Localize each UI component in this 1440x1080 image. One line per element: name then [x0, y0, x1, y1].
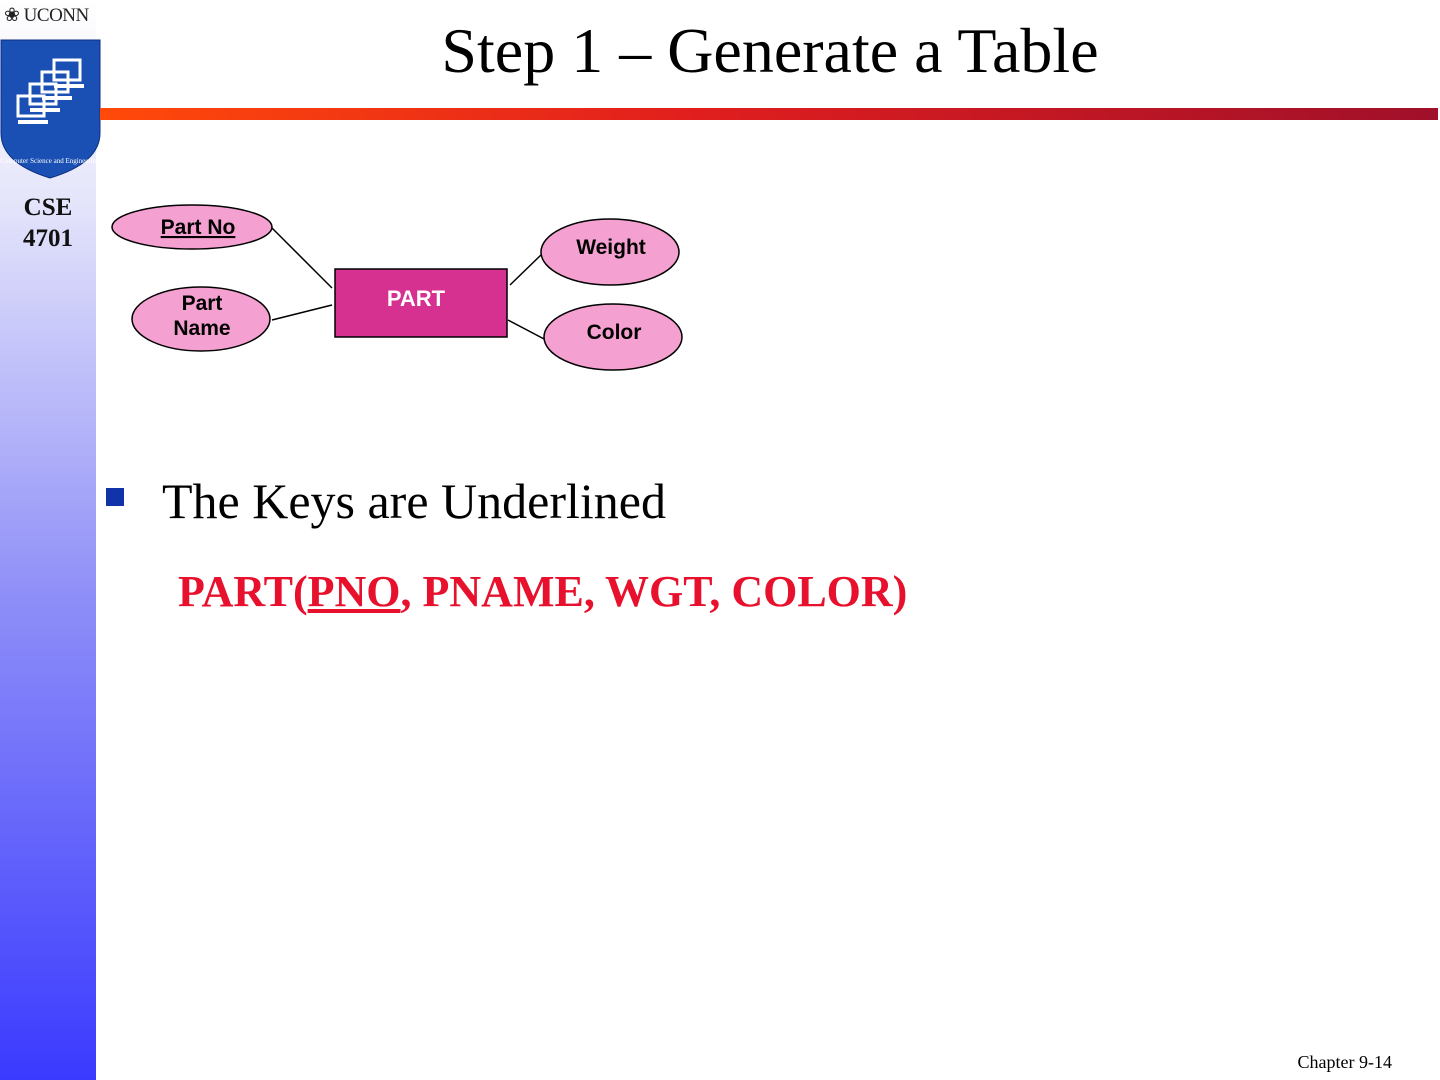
oak-leaf-icon: ❀: [4, 5, 20, 26]
uconn-wordmark: ❀ UCONN: [4, 4, 89, 27]
relation-key: PNO: [307, 567, 401, 616]
attribute-weight: Weight: [540, 218, 680, 286]
relation-attributes: , PNAME, WGT, COLOR): [400, 567, 908, 616]
connector-part-name: [271, 304, 333, 321]
attribute-part-name: Part Name: [131, 286, 271, 352]
attribute-part-name-line1: Part: [182, 292, 223, 315]
connector-part-no: [271, 227, 333, 289]
cse-logo: Computer Science and Engineering: [0, 39, 101, 179]
bullet-square-icon: [106, 488, 124, 506]
entity-part-label: PART: [387, 286, 446, 311]
university-name: UCONN: [23, 5, 90, 26]
title-rule: [100, 108, 1438, 120]
course-number: 4701: [23, 225, 73, 252]
attribute-weight-label: Weight: [576, 236, 646, 259]
attribute-part-name-line2: Name: [173, 317, 230, 340]
page-number: Chapter 9-14: [1297, 1052, 1392, 1072]
bullet-keys-underlined: The Keys are Underlined: [162, 473, 666, 529]
entity-part: PART: [334, 268, 508, 338]
connector-color: [507, 319, 547, 341]
attribute-part-no-label: Part No: [161, 216, 236, 239]
attribute-color-label: Color: [587, 321, 642, 344]
attribute-part-no: Part No: [111, 204, 273, 250]
course-dept: CSE: [23, 194, 73, 221]
connector-weight: [509, 253, 543, 286]
sidebar: [0, 0, 96, 1080]
course-code: CSE 4701: [0, 192, 96, 254]
slide-title: Step 1 – Generate a Table: [441, 15, 1099, 86]
relation-prefix: PART(: [178, 567, 308, 616]
relation-schema: PART(PNO, PNAME, WGT, COLOR): [178, 566, 907, 617]
logo-caption: Computer Science and Engineering: [0, 157, 100, 165]
attribute-color: Color: [543, 303, 683, 371]
